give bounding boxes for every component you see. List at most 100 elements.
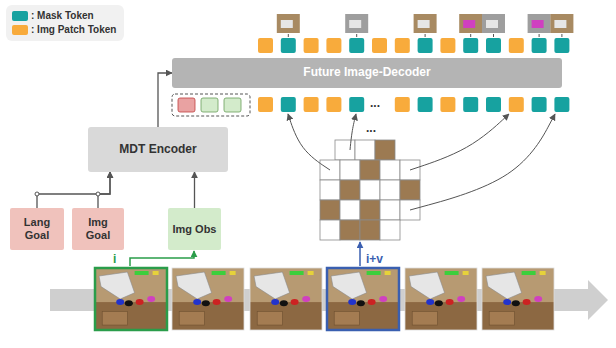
frame-yellow-block bbox=[463, 271, 469, 275]
mask-token bbox=[486, 97, 501, 112]
mask-token bbox=[349, 38, 364, 53]
masked-patch bbox=[380, 180, 400, 200]
patch-arrow bbox=[470, 34, 471, 37]
frame-drawer bbox=[489, 311, 514, 325]
frame-border bbox=[482, 268, 554, 330]
patch-token bbox=[326, 38, 341, 53]
node-label: Future Image-Decoder bbox=[303, 66, 430, 80]
frame-table bbox=[172, 302, 244, 330]
frame-object bbox=[125, 300, 133, 306]
masked-patch bbox=[360, 180, 380, 200]
connector-arrow bbox=[194, 172, 195, 208]
video-frame bbox=[95, 268, 167, 330]
legend-entry: : Img Patch Token bbox=[12, 23, 116, 37]
patch-bg bbox=[277, 14, 300, 33]
frame-robot bbox=[486, 272, 522, 299]
patch-arrow bbox=[425, 34, 426, 37]
goal-box: Img Goal bbox=[72, 208, 124, 250]
mask-token bbox=[532, 38, 547, 53]
legend-label: : Mask Token bbox=[31, 9, 94, 23]
frame-yellow-block bbox=[540, 271, 546, 275]
frame-object bbox=[368, 299, 376, 305]
patch-mapping-arrow bbox=[410, 114, 555, 210]
input-token-row bbox=[172, 94, 569, 116]
patch-mapping-arrow bbox=[410, 114, 509, 170]
node-label: Lang Goal bbox=[13, 216, 61, 241]
video-frame bbox=[250, 268, 322, 330]
frame-robot bbox=[409, 272, 445, 299]
frame-bg bbox=[327, 268, 399, 330]
frame-object bbox=[116, 299, 124, 305]
legend-label: : Img Patch Token bbox=[31, 23, 116, 37]
patch-token bbox=[304, 38, 319, 53]
masked-patch bbox=[355, 140, 375, 160]
patch-bg bbox=[482, 14, 505, 33]
frame-yellow-block bbox=[153, 271, 159, 275]
frame-yellow-block bbox=[308, 271, 314, 275]
frame-object bbox=[271, 299, 279, 305]
video-frame bbox=[405, 268, 477, 330]
frame-border bbox=[250, 268, 322, 330]
condition-token bbox=[201, 98, 218, 112]
mask-token bbox=[349, 97, 364, 112]
patch-token bbox=[258, 38, 273, 53]
frame-object bbox=[503, 299, 511, 305]
frame-robot bbox=[254, 272, 290, 299]
patch-token bbox=[440, 97, 455, 112]
node-label: Img Obs bbox=[172, 223, 216, 236]
frame-green-block bbox=[290, 271, 304, 275]
frame-object bbox=[136, 299, 144, 305]
image-patch bbox=[400, 180, 420, 200]
frame-object bbox=[523, 299, 531, 305]
frame-border bbox=[172, 268, 244, 330]
switch-contact bbox=[35, 192, 39, 196]
patch-bg bbox=[528, 14, 551, 33]
predicted-patch bbox=[528, 14, 551, 37]
frame-index: i+v bbox=[366, 252, 383, 266]
patch-arrow bbox=[356, 34, 357, 37]
patch-bg bbox=[345, 14, 368, 33]
legend-swatch bbox=[12, 25, 28, 35]
masked-patch bbox=[340, 160, 360, 180]
frame-object bbox=[280, 300, 288, 306]
frame-bg bbox=[95, 268, 167, 330]
frame-border bbox=[95, 268, 167, 330]
frame-bg bbox=[172, 268, 244, 330]
predicted-patch bbox=[414, 14, 437, 37]
frame-object bbox=[534, 296, 542, 302]
video-frame bbox=[482, 268, 554, 330]
patch-token bbox=[258, 97, 273, 112]
legend-swatch bbox=[12, 11, 28, 21]
patch-arrow bbox=[561, 34, 562, 37]
timeline-head bbox=[588, 280, 608, 320]
legend-entry: : Mask Token bbox=[12, 9, 116, 23]
patch-token bbox=[395, 38, 410, 53]
patch-detail bbox=[281, 20, 293, 28]
frame-object bbox=[348, 299, 356, 305]
frame-green-block bbox=[135, 271, 149, 275]
patch-detail bbox=[486, 20, 498, 28]
connector-arrow bbox=[98, 172, 110, 208]
frame-object bbox=[193, 299, 201, 305]
frame-drawer bbox=[257, 311, 282, 325]
mask-token bbox=[463, 38, 478, 53]
frame-yellow-block bbox=[230, 271, 236, 275]
frame-index: i bbox=[113, 252, 116, 266]
mask-token bbox=[554, 38, 569, 53]
masked-patch bbox=[380, 200, 400, 220]
predicted-patch bbox=[550, 14, 573, 37]
frame-drawer bbox=[179, 311, 204, 325]
future-frame-feed bbox=[359, 242, 361, 266]
patch-token bbox=[372, 38, 387, 53]
frame-object bbox=[512, 300, 520, 306]
patch-arrow bbox=[288, 34, 289, 37]
connector-arrow bbox=[158, 73, 172, 127]
frame-table bbox=[405, 302, 477, 330]
mask-token bbox=[418, 97, 433, 112]
image-patch bbox=[375, 140, 395, 160]
mask-token bbox=[281, 97, 296, 112]
video-frame bbox=[327, 268, 399, 330]
frame-green-block bbox=[212, 271, 226, 275]
connector-arrow bbox=[37, 172, 110, 208]
